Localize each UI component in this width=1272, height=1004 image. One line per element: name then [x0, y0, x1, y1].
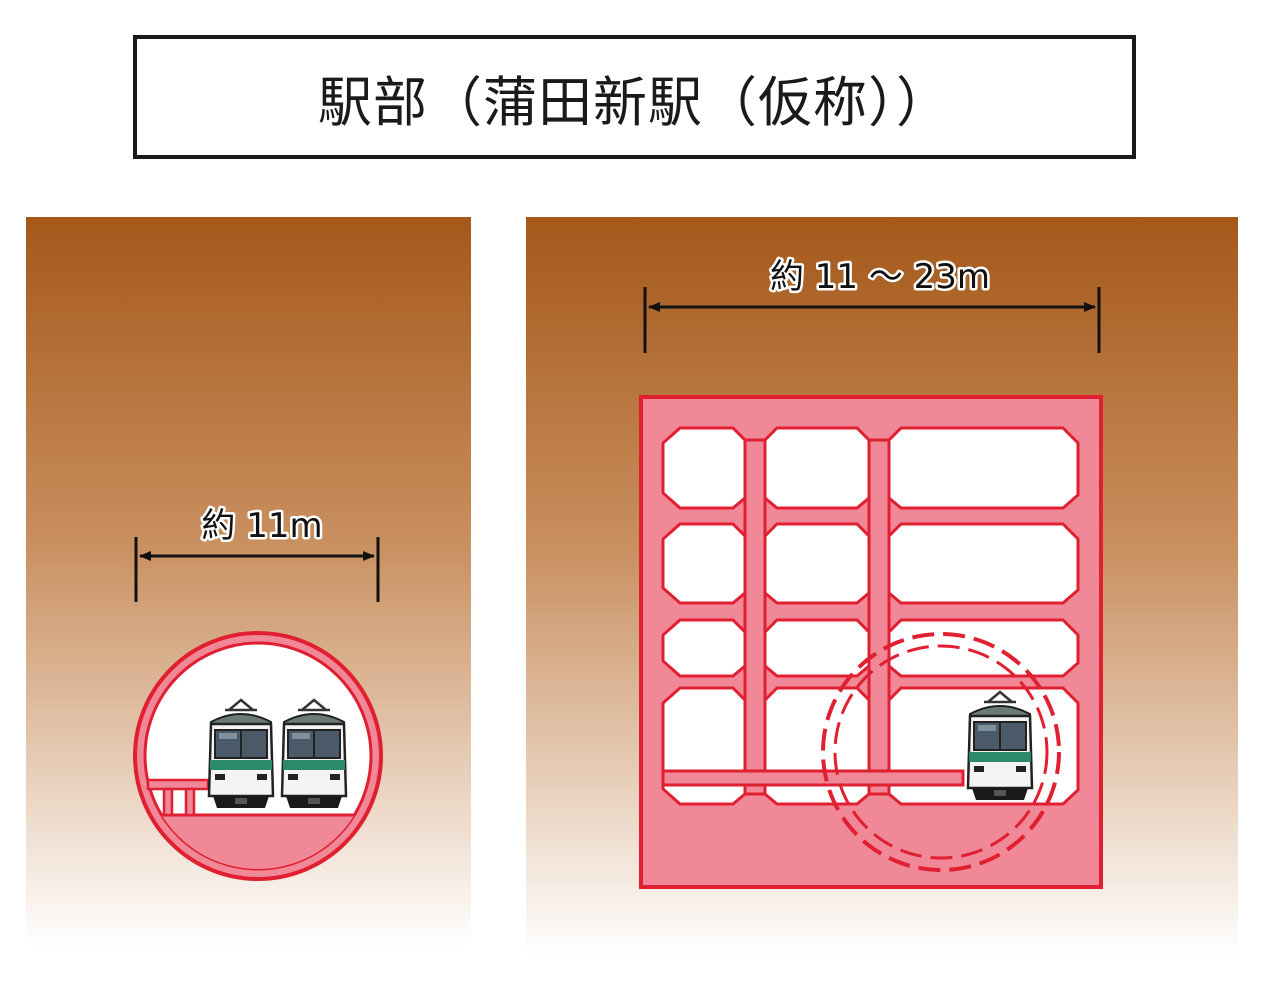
left-shield-tunnel — [133, 631, 383, 881]
right-dimension-label: 約 11 ～ 23m — [770, 257, 990, 297]
shield-outline-inner — [833, 644, 1049, 860]
shield-outline-outer — [821, 632, 1061, 872]
title-box: 駅部（蒲田新駅（仮称）） — [133, 35, 1136, 159]
station-box-structure — [639, 395, 1103, 889]
left-dimension-label: 約 11m — [201, 506, 322, 546]
page-title: 駅部（蒲田新駅（仮称）） — [318, 70, 951, 134]
left-dimension — [134, 537, 380, 602]
right-dimension — [643, 287, 1101, 353]
platform-railing — [146, 778, 210, 817]
